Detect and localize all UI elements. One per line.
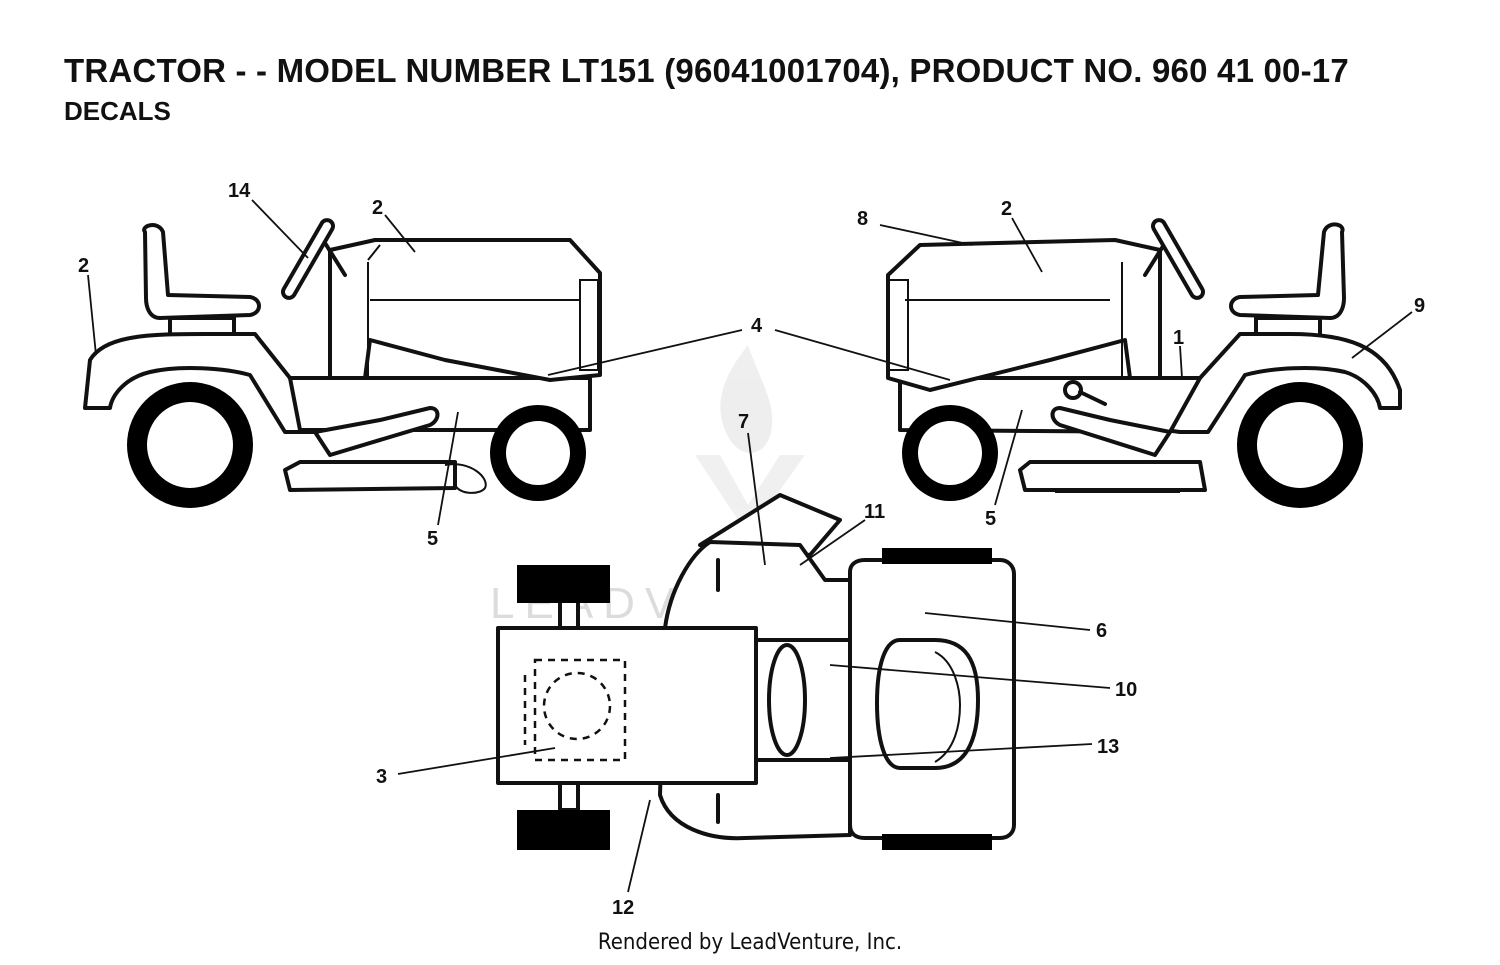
rear-tire-top-upper [882, 548, 992, 564]
pedal-left [313, 406, 440, 457]
leader-lines [87, 199, 1413, 893]
callout-2-left-hood: 2 [372, 197, 383, 219]
rear-rim-right [1257, 402, 1343, 488]
callout-3: 3 [376, 766, 387, 788]
hood-right [886, 238, 1162, 392]
steering-wheel-right-icon [1151, 218, 1205, 300]
hood-details-right [890, 262, 1123, 378]
seat-back-top [934, 651, 962, 763]
shift-knob-right [1063, 380, 1083, 400]
tractor-left-side-view [83, 218, 602, 508]
callout-9: 9 [1414, 295, 1425, 317]
front-rim-right [918, 421, 982, 485]
footer-credit: Rendered by LeadVenture, Inc. [597, 930, 903, 955]
callout-12: 12 [612, 897, 634, 919]
tractor-right-side-view [886, 218, 1402, 508]
front-tire-top-lower [517, 810, 610, 850]
rear-tire-top-lower [882, 834, 992, 850]
callout-1: 1 [1173, 327, 1184, 349]
rear-fender-right [1163, 332, 1402, 434]
mower-deck-right [1018, 460, 1207, 492]
tractor-top-view [496, 493, 1016, 850]
seat-top [875, 638, 980, 770]
page-title: TRACTOR - - MODEL NUMBER LT151 (96041001… [64, 52, 1349, 89]
steering-wheel-top-icon [767, 643, 807, 757]
callout-8: 8 [857, 208, 868, 230]
front-rim-left [506, 421, 570, 485]
pedal-right [1050, 406, 1172, 457]
callout-7: 7 [738, 411, 749, 433]
callout-10: 10 [1115, 679, 1137, 701]
callout-2-right-hood: 2 [1001, 198, 1012, 220]
callout-6: 6 [1096, 620, 1107, 642]
callout-13: 13 [1097, 736, 1119, 758]
callout-14: 14 [228, 180, 251, 202]
hood-details-left [367, 244, 599, 378]
steering-wheel-left-icon [281, 218, 335, 300]
mower-deck-left [283, 460, 457, 492]
callout-5-left: 5 [427, 528, 438, 550]
rear-rim-left [147, 402, 233, 488]
callout-11: 11 [864, 501, 885, 523]
front-tire-top-upper [517, 565, 610, 603]
hood-top [496, 626, 758, 785]
callout-2-left-fender: 2 [78, 255, 89, 277]
callout-numbers: 14 2 2 5 4 8 2 9 1 5 7 11 6 10 13 3 12 [78, 180, 1425, 919]
deck-hose-left [444, 463, 487, 494]
shift-lever-right [1078, 390, 1107, 406]
engine-outline-top [533, 658, 627, 762]
hood-left [328, 238, 602, 382]
seat-right [1229, 222, 1346, 320]
page-subtitle: DECALS [64, 96, 171, 126]
watermark-flame-icon [695, 345, 805, 535]
callout-5-right: 5 [985, 508, 996, 530]
rear-fender-left [83, 332, 332, 434]
seat-left [142, 223, 261, 320]
front-axle-top-upper [558, 598, 580, 632]
air-filter-outline-top [542, 671, 612, 741]
callout-4: 4 [751, 315, 763, 337]
